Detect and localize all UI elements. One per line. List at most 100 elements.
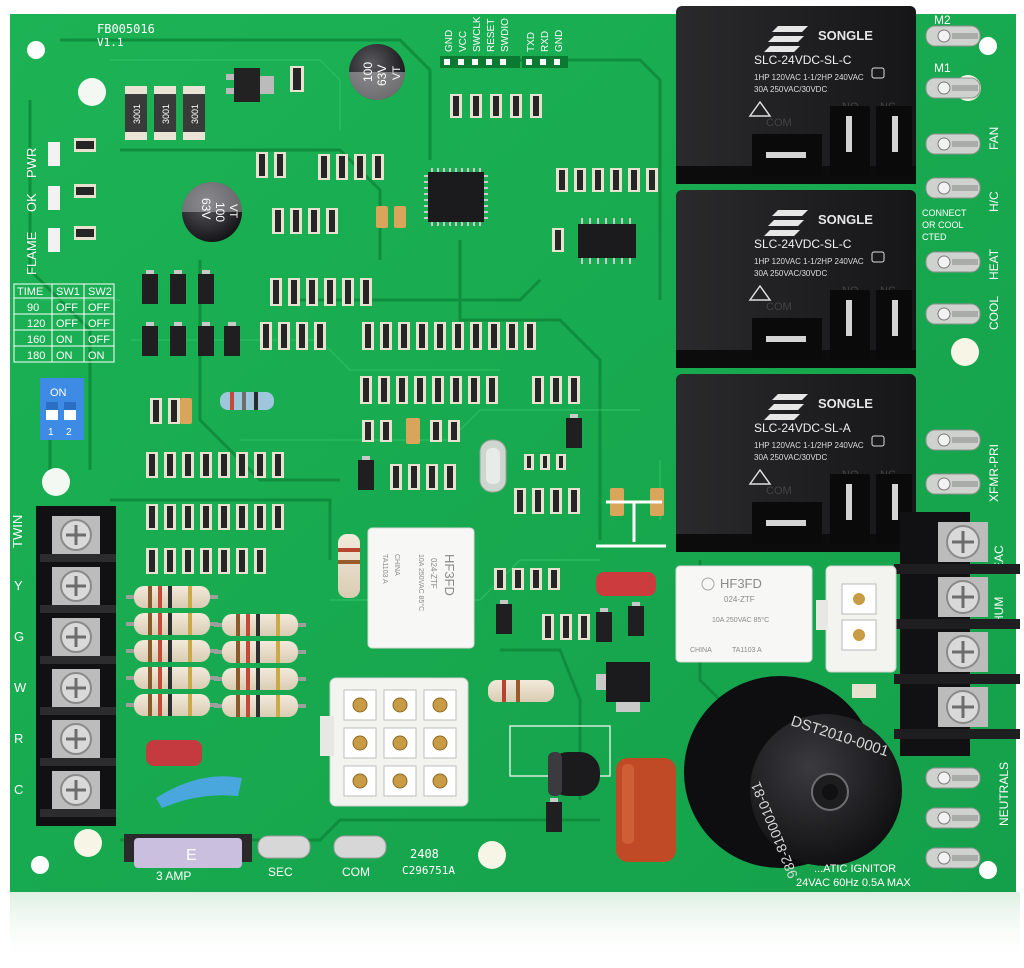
- spade-terminal: [925, 473, 981, 495]
- crystal-oscillator: [479, 439, 507, 493]
- dip-table-header: TIME: [17, 286, 43, 298]
- left-terminal-w[interactable]: W: [14, 669, 116, 715]
- th-resistor: [214, 695, 306, 717]
- th-resistor: [126, 586, 218, 608]
- signal-relay-rating: 10A 250VAC 85°C: [712, 616, 769, 624]
- relay-contact-com: COM: [766, 301, 792, 313]
- ignitor-label: ...ATIC IGNITOR: [814, 863, 896, 875]
- through-hole-resistors: [126, 586, 306, 717]
- dip-table-cell: OFF: [56, 318, 78, 330]
- relay-brand: SONGLE: [818, 28, 873, 43]
- left-terminal-c[interactable]: C: [14, 771, 116, 817]
- left-terminal-label: G: [14, 629, 24, 644]
- soic-chip: [578, 218, 636, 264]
- label-hc: H/C: [987, 191, 1001, 212]
- board-version: V1.1: [97, 36, 124, 49]
- signal-relay-origin: CHINA: [690, 647, 712, 654]
- label-eac: EAC: [992, 545, 1006, 570]
- relay-3: SONGLE SLC-24VDC-SL-A 1HP 120VAC 1-1/2HP 2…: [676, 374, 916, 552]
- left-terminal-y[interactable]: Y: [14, 567, 116, 613]
- dip-table-cell: 160: [27, 334, 45, 346]
- cap-left-voltage: 63V: [199, 198, 213, 219]
- left-terminal-block: TWIN Y G W R C: [10, 506, 116, 826]
- resistor-code-2: 3001: [161, 104, 171, 124]
- th-resistor: [126, 640, 218, 662]
- signal-relays: HF3FD 024-ZTF 10A 250VAC 85°C CHINA TA1103 A…: [367, 527, 813, 663]
- swd-pin-label: SWCLK: [472, 16, 483, 52]
- label-com: COM: [342, 865, 370, 879]
- resistor-code-1: 3001: [132, 104, 142, 124]
- cap-left-series: VT: [227, 204, 239, 218]
- small-electrolytic-capacitor: [548, 752, 600, 796]
- dip-switch-on-label: ON: [50, 387, 67, 399]
- mosfet: [596, 662, 650, 712]
- signal-relay-code: 024-ZTF: [429, 558, 438, 589]
- dip-switch[interactable]: ON 1 2: [40, 378, 84, 440]
- left-terminal-label: R: [14, 731, 23, 746]
- swd-pin-label: RESET: [486, 19, 497, 52]
- left-terminal-r[interactable]: R: [14, 720, 116, 766]
- dip-table-cell: OFF: [56, 302, 78, 314]
- signal-relay-rating: 10A 250VAC 85°C: [417, 554, 425, 611]
- th-resistor: [126, 613, 218, 635]
- right-terminal-screw[interactable]: [894, 632, 1020, 684]
- resistor-code-3: 3001: [190, 104, 200, 124]
- spade-terminal: [925, 133, 981, 155]
- dip-table-cell: OFF: [88, 318, 110, 330]
- left-terminal-twin[interactable]: TWIN: [10, 515, 116, 562]
- signal-relay-cert: TA1103 A: [732, 647, 762, 654]
- board-reflection: [10, 892, 1020, 963]
- signal-relay-model: HF3FD: [442, 554, 457, 596]
- mounting-holes: [27, 37, 997, 879]
- molex-9pin-connector: [320, 677, 469, 807]
- relay-contact-com: COM: [766, 485, 792, 497]
- hc-note: CONNECT OR COOL CTED: [922, 208, 967, 242]
- right-terminal-screw[interactable]: [894, 687, 1020, 739]
- relay-rating-2: 30A 250VAC/30VDC: [754, 85, 827, 94]
- microcontroller-chip: [424, 168, 488, 226]
- swd-pin-label: VCC: [458, 31, 469, 52]
- left-terminal-g[interactable]: G: [14, 618, 116, 664]
- spade-terminal: [925, 807, 981, 829]
- dip-table-cell: ON: [88, 350, 105, 362]
- voltage-regulator: [226, 68, 274, 102]
- label-m2: M2: [934, 13, 951, 27]
- relay-rating-1: 1HP 120VAC 1-1/2HP 240VAC: [754, 73, 864, 82]
- right-edge-labels: M2 M1 FAN H/C HEAT COOL XFMR-PRI EAC HUM…: [934, 13, 1011, 826]
- spade-terminal: [925, 303, 981, 325]
- label-sec: SEC: [268, 865, 293, 879]
- dip-table-cell: ON: [56, 334, 73, 346]
- hot-surface-ignitor-connector: DST2010-0001 982-8100010-81 ...ATIC IGNI…: [684, 676, 911, 889]
- spade-terminal: [925, 177, 981, 199]
- dip-table-cell: 90: [27, 302, 39, 314]
- dip-switch-pos-2: 2: [66, 427, 72, 438]
- label-xfmr-pri: XFMR-PRI: [987, 444, 1001, 502]
- left-terminal-label: TWIN: [10, 515, 25, 548]
- label-heat: HEAT: [987, 248, 1001, 280]
- dip-table-header: SW1: [56, 286, 80, 298]
- dip-table-cell: OFF: [88, 334, 110, 346]
- serial-number: C296751A: [402, 864, 455, 877]
- spade-terminals: [925, 25, 981, 869]
- spade-terminal: [925, 429, 981, 451]
- cap-top-series: VT: [391, 66, 403, 80]
- film-capacitors: [146, 572, 676, 862]
- relay-brand: SONGLE: [818, 396, 873, 411]
- ignitor-rating: 24VAC 60Hz 0.5A MAX: [796, 877, 911, 889]
- relay-rating-2: 30A 250VAC/30VDC: [754, 269, 827, 278]
- right-terminal-screw[interactable]: [894, 522, 1020, 574]
- cap-top-voltage: 63V: [375, 65, 389, 86]
- right-terminal-screw[interactable]: [894, 577, 1020, 629]
- relay-model: SLC-24VDC-SL-A: [754, 421, 851, 435]
- th-resistor: [126, 667, 218, 689]
- relay-rating-1: 1HP 120VAC 1-1/2HP 240VAC: [754, 441, 864, 450]
- electrolytic-capacitor-top: 100 63V VT: [349, 44, 405, 100]
- led-label-ok: OK: [24, 193, 39, 212]
- spade-terminal: [925, 77, 981, 99]
- relay-contact-com: COM: [766, 117, 792, 129]
